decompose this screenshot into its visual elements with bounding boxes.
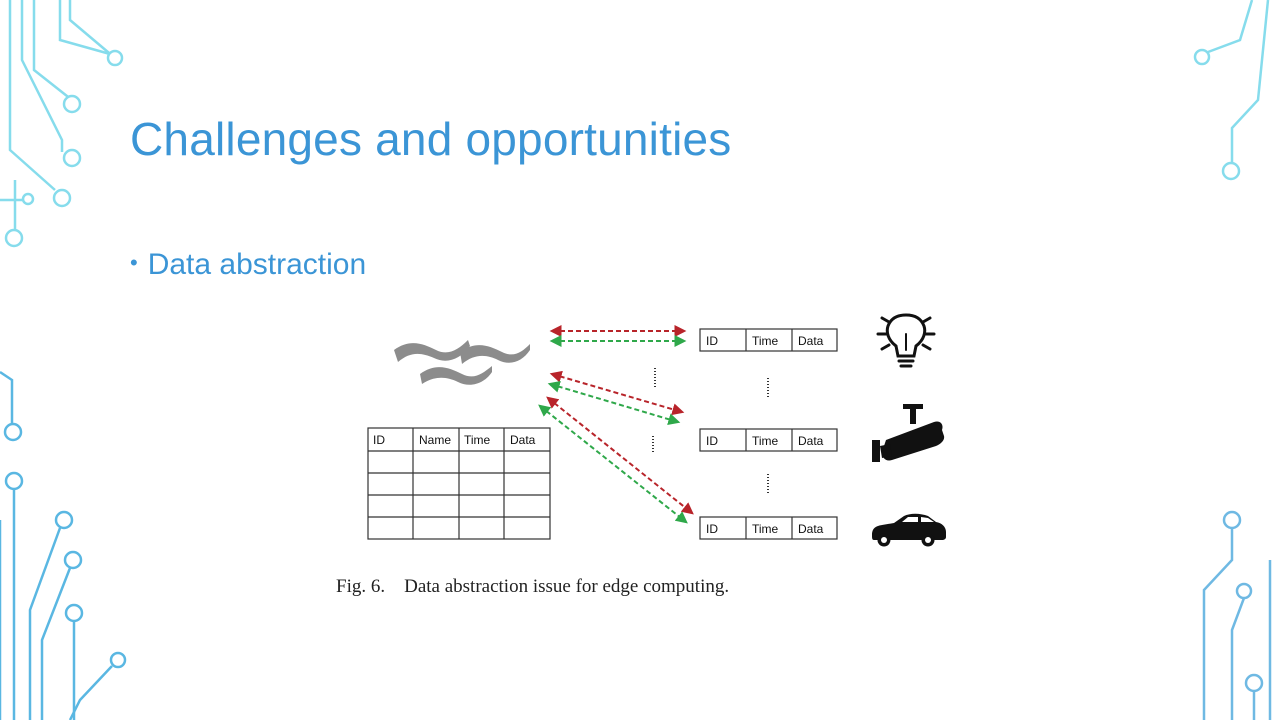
security-camera-icon <box>872 404 945 462</box>
arrow-green-2 <box>547 380 681 426</box>
main-table-header-name: Name <box>419 433 451 447</box>
car-icon <box>872 513 946 547</box>
main-table-header-id: ID <box>373 433 385 447</box>
device-table-2-data: Data <box>798 434 824 448</box>
ellipsis-dots <box>652 368 769 494</box>
device-table-2-id: ID <box>706 434 718 448</box>
device-table-1-id: ID <box>706 334 718 348</box>
light-bulb-icon <box>876 313 936 368</box>
device-table-3-data: Data <box>798 522 824 536</box>
bullet-text: Data abstraction <box>147 248 367 281</box>
device-table-1-data: Data <box>798 334 824 348</box>
main-table-header-data: Data <box>510 433 536 447</box>
arrow-red-3 <box>546 396 694 515</box>
main-table: ID Name Time Data <box>367 427 551 540</box>
slide-title: Challenges and opportunities <box>130 113 732 165</box>
device-table-2: ID Time Data <box>699 428 838 452</box>
bullet-dot: • <box>130 250 138 275</box>
device-table-1-time: Time <box>752 334 779 348</box>
data-stream-icon <box>394 340 530 385</box>
bullet-item: • Data abstraction <box>130 248 366 282</box>
device-table-2-time: Time <box>752 434 779 448</box>
figure-caption: Fig. 6. Data abstraction issue for edge … <box>336 576 730 597</box>
device-table-3-time: Time <box>752 522 779 536</box>
device-table-3: ID Time Data <box>699 516 838 540</box>
main-table-header-time: Time <box>464 433 491 447</box>
arrow-red-2 <box>549 370 685 416</box>
device-table-1: ID Time Data <box>699 328 838 352</box>
device-table-3-id: ID <box>706 522 718 536</box>
arrow-green-3 <box>538 404 688 524</box>
